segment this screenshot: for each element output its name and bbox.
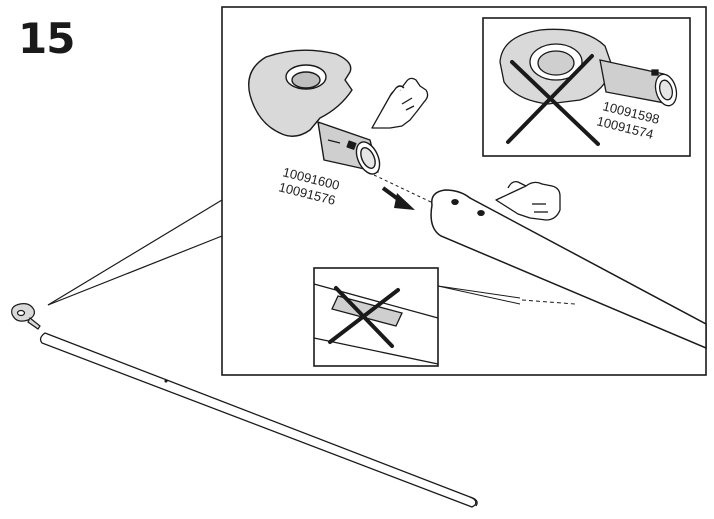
leader-lines <box>47 199 223 306</box>
step-number: 15 <box>18 14 75 63</box>
alignment-guide <box>373 174 434 204</box>
pointing-hand-icon <box>371 77 429 129</box>
overview-rod <box>39 332 478 508</box>
insert-arrow-icon <box>381 186 415 210</box>
detail-rod <box>430 189 707 350</box>
surface-cross-icon <box>328 286 400 348</box>
wrong-cross-icon <box>506 54 600 146</box>
inset-leader <box>437 285 576 305</box>
end-cap-part <box>248 49 381 175</box>
pointing-hand-icon-rod <box>495 180 561 221</box>
wrong-end-cap <box>499 28 678 107</box>
overview-end-cap <box>11 303 41 330</box>
